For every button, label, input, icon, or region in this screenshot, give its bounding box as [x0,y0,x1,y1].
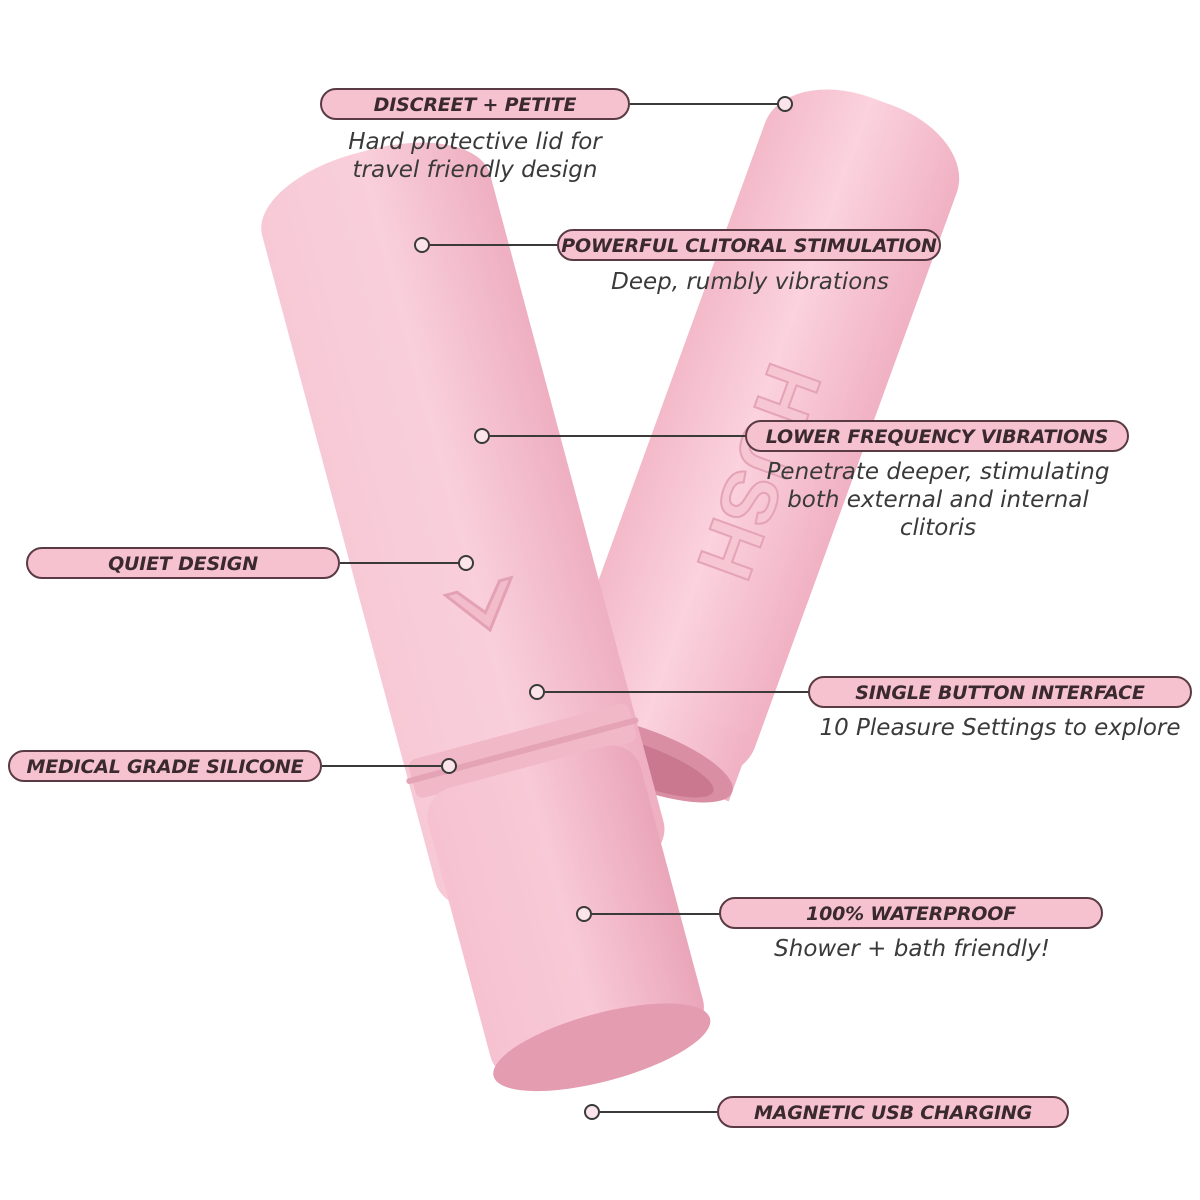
leader-line [430,244,558,246]
feature-title: MAGNETIC USB CHARGING [717,1096,1069,1128]
vibrator-body [261,142,711,1092]
feature-title: MEDICAL GRADE SILICONE [8,750,322,782]
callout-dot [584,1104,600,1120]
feature-description: Hard protective lid for travel friendly … [348,129,602,183]
callout-dot [441,758,457,774]
feature-title: 100% WATERPROOF [719,897,1103,929]
leader-line [600,1111,718,1113]
feature-title: POWERFUL CLITORAL STIMULATION [557,229,941,261]
leader-line [592,913,720,915]
callout-dot [777,96,793,112]
callout-dot [414,237,430,253]
feature-description: Deep, rumbly vibrations [611,269,889,295]
callout-dot [458,555,474,571]
leader-line [490,435,746,437]
feature-description: Shower + bath friendly! [774,936,1050,962]
leader-line [340,562,460,564]
callout-dot [474,428,490,444]
callout-dot [576,906,592,922]
feature-title: QUIET DESIGN [26,547,340,579]
leader-line [630,103,778,105]
leader-line [545,691,809,693]
leader-line [322,765,442,767]
callout-dot [529,684,545,700]
feature-title: DISCREET + PETITE [320,88,630,120]
feature-description: Penetrate deeper, stimulating both exter… [766,459,1110,541]
feature-title: SINGLE BUTTON INTERFACE [808,676,1192,708]
feature-description: 10 Pleasure Settings to explore [819,715,1181,741]
feature-title: LOWER FREQUENCY VIBRATIONS [745,420,1129,452]
